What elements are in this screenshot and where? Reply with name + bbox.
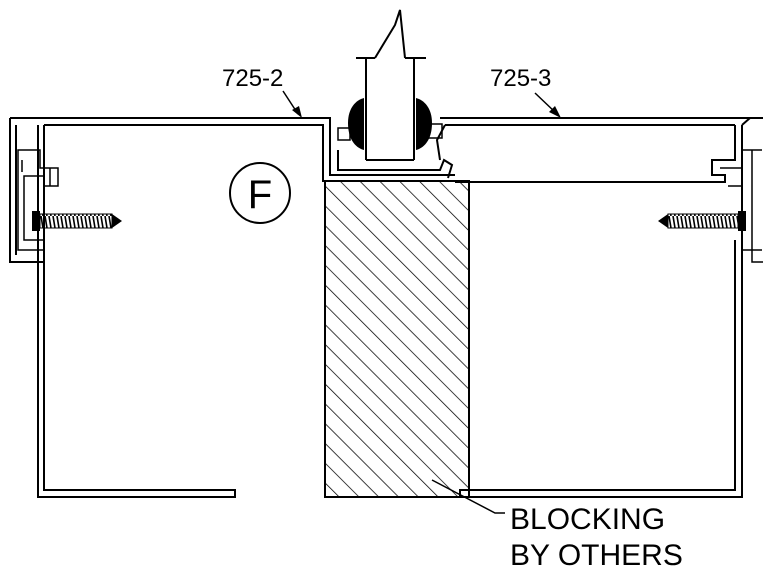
detail-marker-circle [229, 162, 291, 224]
leader-725-3 [534, 92, 561, 118]
blocking [324, 180, 470, 498]
callout-725-3: 725-3 [490, 65, 551, 92]
screw-right [658, 211, 746, 231]
note-line-2: BY OTHERS [510, 539, 683, 571]
leader-725-2 [282, 90, 302, 118]
mullion-725-2 [9, 117, 455, 498]
glass-panel [356, 9, 426, 161]
callout-725-2: 725-2 [222, 65, 283, 92]
mullion-725-3 [427, 117, 763, 498]
screw-left [32, 211, 122, 231]
leader-blocking [431, 479, 505, 514]
detail-marker-letter: F [248, 173, 272, 217]
gasket-left [348, 98, 364, 150]
note-line-1: BLOCKING [510, 503, 665, 536]
